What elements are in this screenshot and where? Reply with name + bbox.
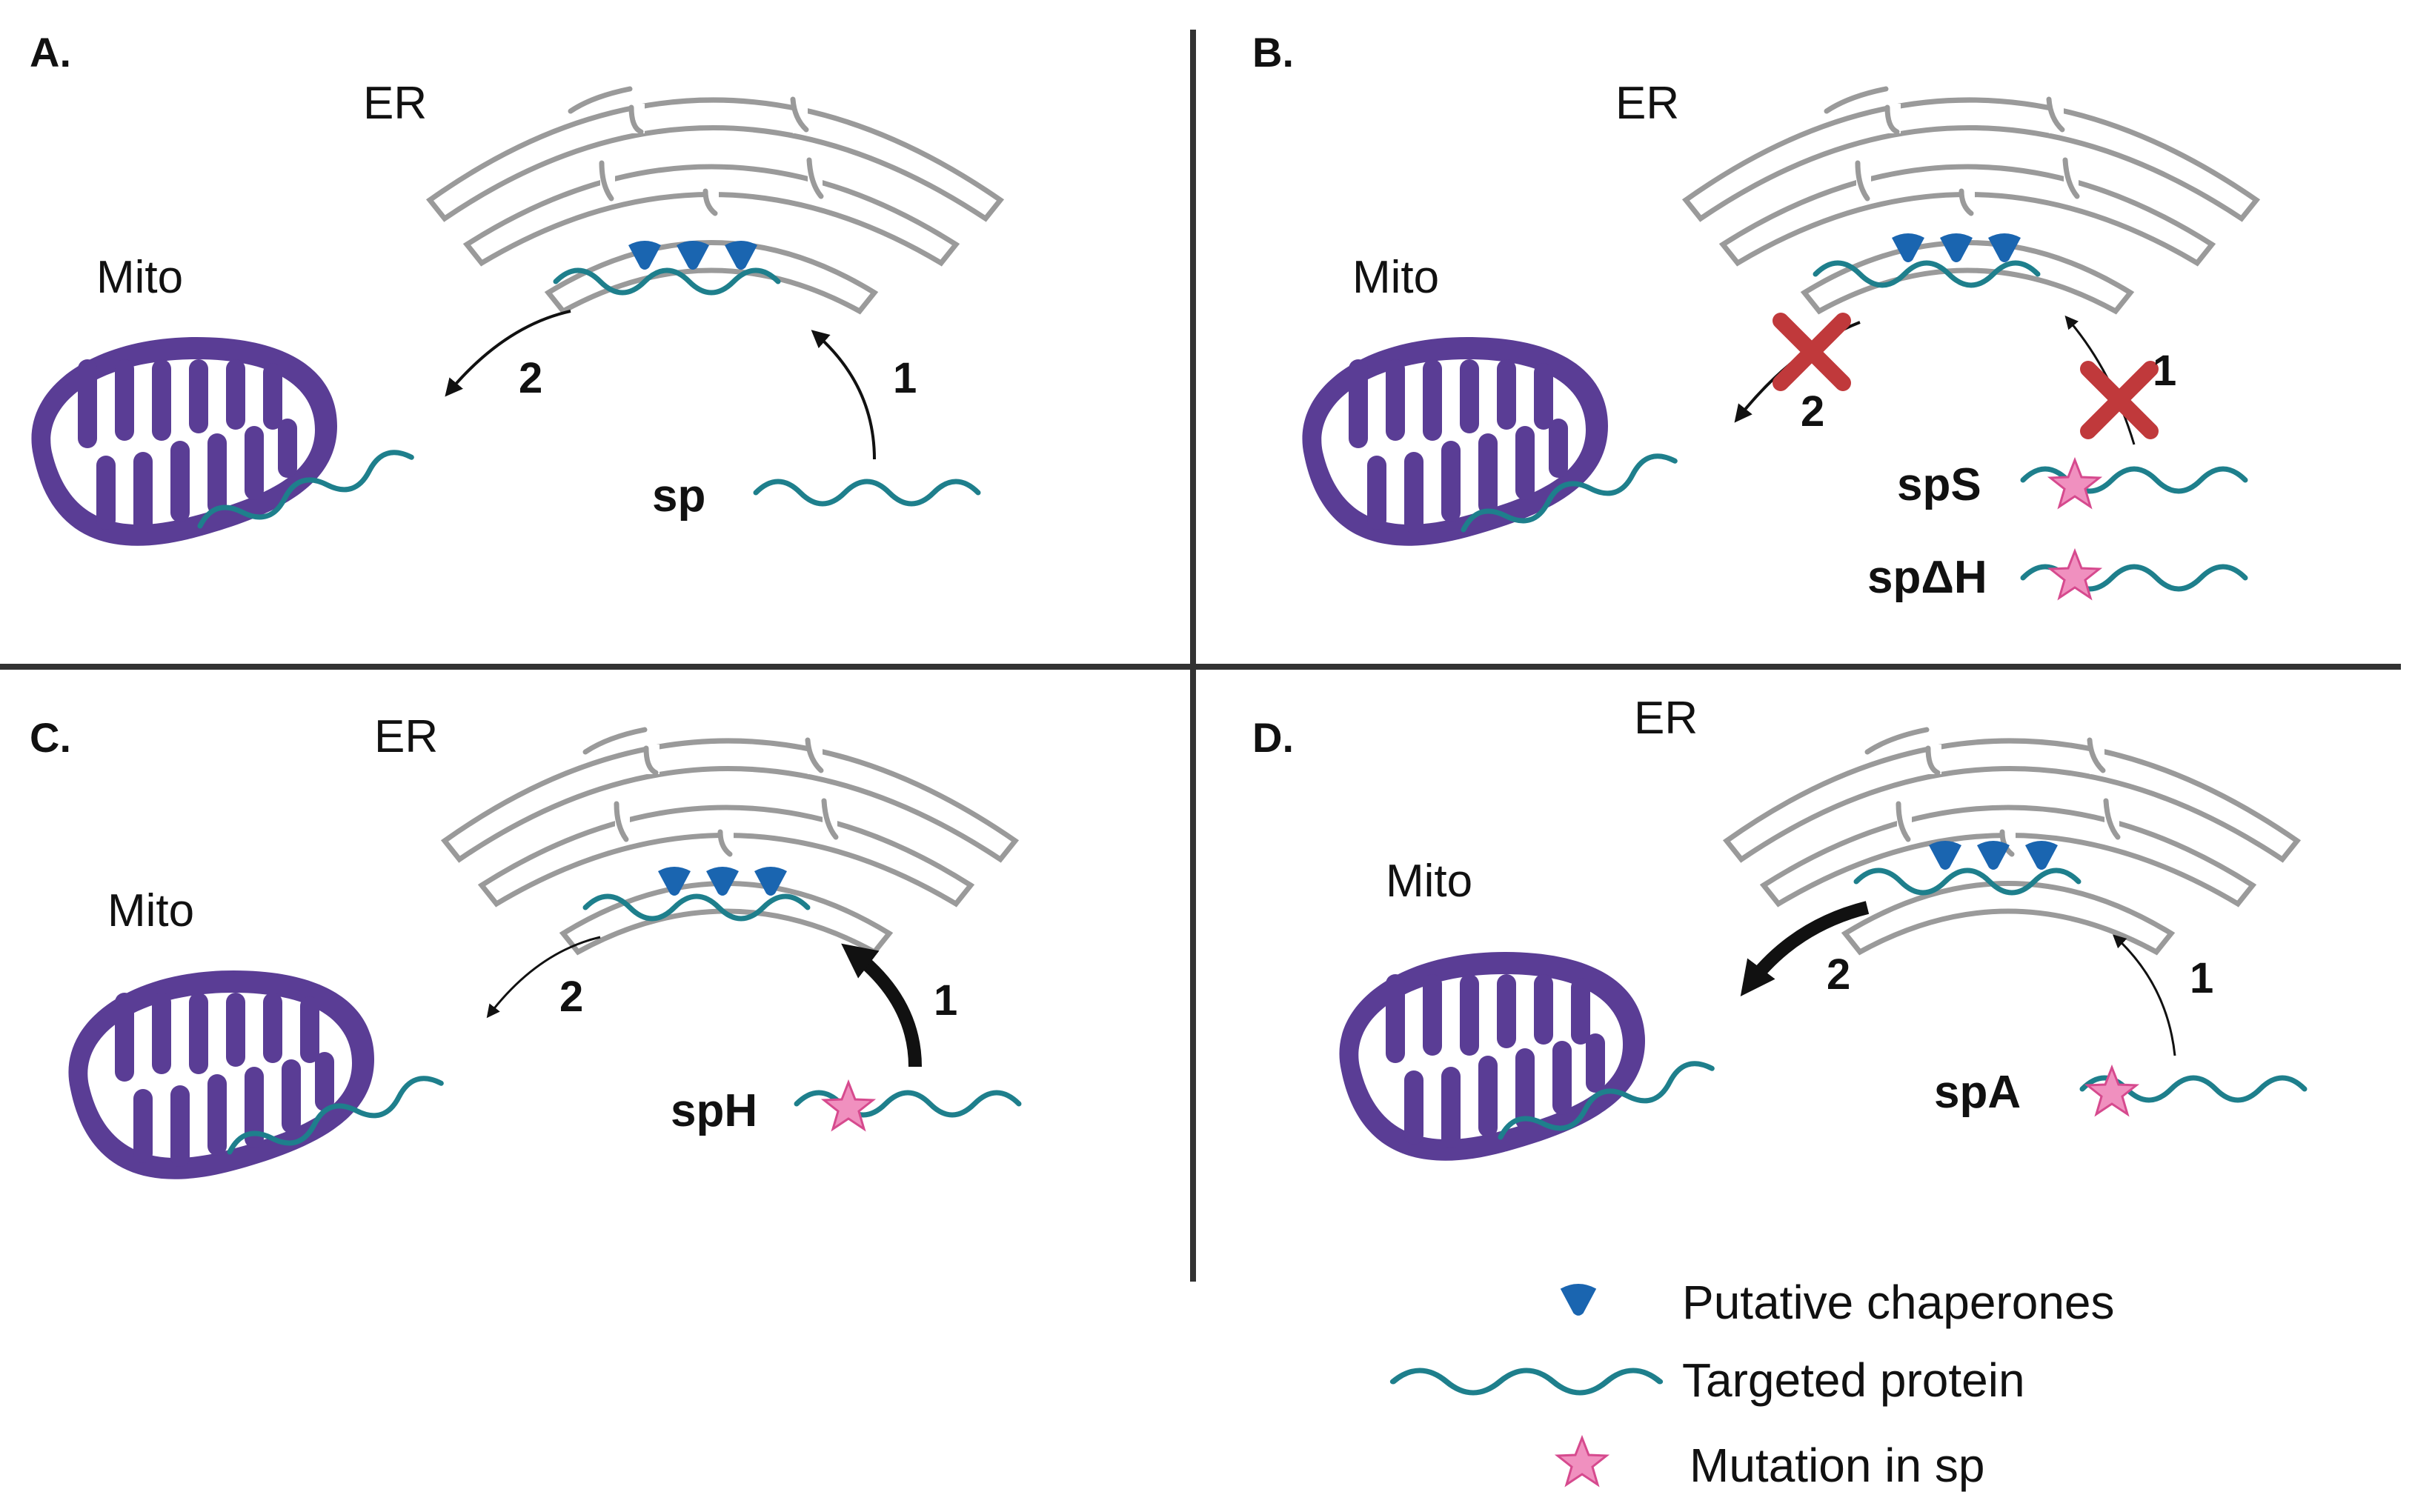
panel-a-er — [430, 89, 1000, 311]
panel-a-arrow-1-label: 1 — [893, 354, 917, 402]
block-cross-icon — [1781, 321, 1843, 383]
legend-protein-label: Targeted protein — [1682, 1353, 2025, 1407]
panel-d-arrow-1 — [2113, 934, 2176, 1056]
chaperone-icon — [1560, 1284, 1597, 1316]
mutation-star-icon — [823, 1081, 874, 1130]
chaperone-icon — [2025, 841, 2058, 870]
panel-c-mito-label: Mito — [107, 885, 194, 936]
panel-b-label: B. — [1252, 29, 1294, 76]
panel-b-er-label: ER — [1615, 78, 1679, 129]
panel-a-arrow-2-label: 2 — [519, 354, 542, 402]
panel-d-er-label: ER — [1634, 693, 1698, 744]
panel-a: A. ER Mito sp 1 2 — [30, 29, 1000, 546]
block-cross-icon — [2088, 369, 2150, 431]
panel-d-label: D. — [1252, 714, 1294, 761]
panel-c-label: C. — [30, 714, 71, 761]
panel-a-mitochondrion — [31, 337, 337, 546]
panel-a-arrow-2 — [445, 310, 571, 397]
panel-a-label: A. — [30, 29, 71, 76]
panel-b-arrow-2-label: 2 — [1801, 387, 1824, 436]
panel-c-arrow-2 — [486, 936, 601, 1019]
mutation-star-icon — [2086, 1066, 2138, 1116]
panel-c-er-label: ER — [374, 711, 438, 762]
panel-b: B. ER Mito spS spΔH 1 2 — [1252, 29, 2256, 603]
panel-a-mito-label: Mito — [96, 252, 183, 303]
panel-d-arrow-1-label: 1 — [2190, 954, 2213, 1002]
panel-d-er — [1727, 730, 2297, 952]
panel-c-arrow-1 — [841, 943, 922, 1068]
panel-d-arrow-2 — [1740, 901, 1870, 996]
panel-c-mitochondrion — [68, 970, 374, 1179]
panel-c-protein-label: spH — [671, 1085, 757, 1136]
panel-d: D. ER Mito spA 1 2 — [1252, 693, 2305, 1161]
panel-c: C. ER Mito spH 1 2 — [30, 711, 1019, 1179]
chaperone-icon — [1929, 841, 1961, 870]
panel-b-protein-label-1: spS — [1897, 459, 1981, 510]
mutation-star-icon — [2049, 459, 2101, 508]
legend-protein-wave — [1393, 1371, 1660, 1393]
panel-b-protein-label-2: spΔH — [1867, 552, 1987, 603]
panel-a-arrow-1 — [811, 330, 876, 460]
panel-d-mitochondrion — [1339, 952, 1645, 1161]
panel-b-er — [1686, 89, 2256, 311]
mutation-star-icon — [1556, 1436, 1608, 1486]
panel-a-protein-label: sp — [652, 470, 705, 522]
panel-a-er-label: ER — [363, 78, 427, 129]
panel-c-arrow-1-label: 1 — [934, 976, 957, 1025]
panel-d-protein-label: spA — [1934, 1067, 2021, 1118]
panel-b-mito-label: Mito — [1352, 252, 1439, 303]
panel-d-mito-label: Mito — [1386, 856, 1472, 907]
panel-b-arrow-1-label: 1 — [2153, 347, 2176, 395]
panel-b-mitochondrion — [1302, 337, 1608, 546]
panel-d-arrow-2-label: 2 — [1827, 950, 1850, 999]
panel-c-arrow-2-label: 2 — [559, 973, 583, 1021]
legend-mutation-label: Mutation in sp — [1690, 1439, 1984, 1492]
legend: Putative chaperones Targeted protein Mut… — [1393, 1276, 2115, 1492]
panel-a-free-protein — [756, 482, 978, 504]
legend-chaperone-label: Putative chaperones — [1682, 1276, 2115, 1329]
